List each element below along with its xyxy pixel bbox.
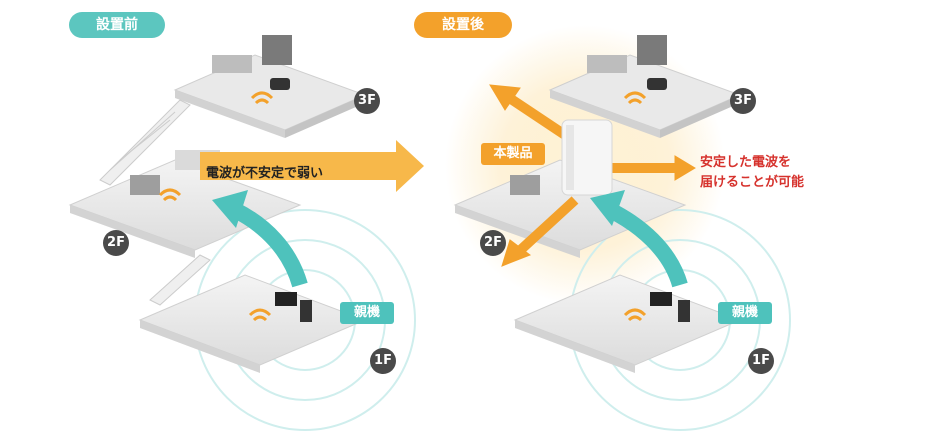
- after-badge: 設置後: [414, 12, 512, 38]
- floor-3f-plate: [173, 35, 367, 138]
- floor-1f-plate: [138, 274, 367, 373]
- signal-arrow-up: [212, 190, 308, 288]
- floor-badge-3f: 3F: [354, 88, 380, 114]
- floor-badge-1f: 1F: [748, 348, 774, 374]
- parent-router-label: 親機: [718, 302, 772, 324]
- extender-device: [561, 119, 613, 196]
- floor-badge-2f: 2F: [480, 230, 506, 256]
- signal-arrow-up: [590, 190, 688, 288]
- before-after-arrow: [200, 140, 424, 192]
- product-label: 本製品: [481, 143, 545, 165]
- stairs-lower: [149, 254, 211, 306]
- extender-signal-arrows: [489, 84, 696, 267]
- before-badge: 設置前: [69, 12, 165, 38]
- after-scene: [445, 25, 791, 431]
- stable-signal-label: 安定した電波を 届けることが可能: [700, 155, 805, 190]
- before-scene: [68, 35, 424, 431]
- floor-1f-plate: [513, 274, 742, 373]
- stairs-upper: [99, 99, 191, 186]
- parent-router-label: 親機: [340, 302, 394, 324]
- floor-badge-1f: 1F: [370, 348, 396, 374]
- floor-badge-2f: 2F: [103, 230, 129, 256]
- floor-badge-3f: 3F: [730, 88, 756, 114]
- weak-signal-label: 電波が不安定で弱い: [206, 166, 324, 181]
- floor-3f-plate: [548, 35, 742, 138]
